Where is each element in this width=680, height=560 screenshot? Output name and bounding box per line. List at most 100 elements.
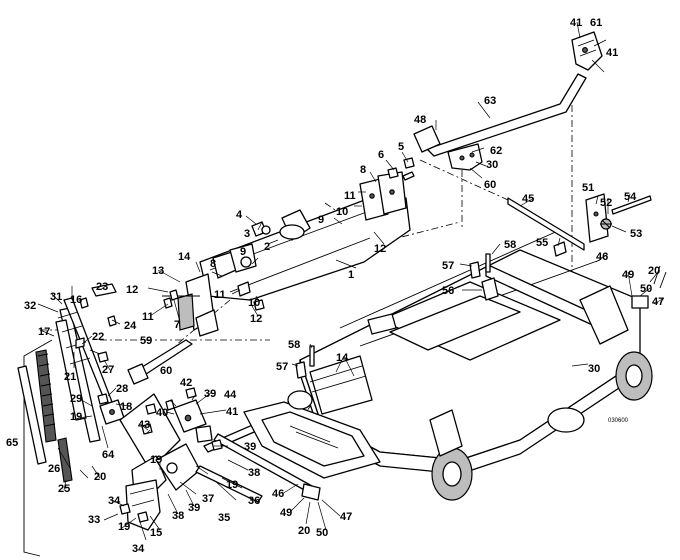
callout: 58 — [288, 339, 300, 351]
upper-frame-bracket — [199, 171, 411, 301]
link-rod — [127, 339, 193, 385]
callout: 4 — [236, 209, 243, 221]
callout: 12 — [250, 313, 262, 325]
callout: 13 — [152, 265, 164, 277]
callout: 65 — [6, 437, 18, 449]
callout: 24 — [124, 320, 137, 332]
callout: 63 — [484, 95, 496, 107]
lift-arm-assembly — [413, 31, 603, 157]
callout: 38 — [248, 467, 260, 479]
callout: 62 — [490, 145, 502, 157]
rear-rail — [485, 193, 613, 335]
callout: 42 — [180, 377, 192, 389]
callout: 58 — [504, 239, 516, 251]
callout: 11 — [344, 190, 356, 202]
callout: 54 — [624, 191, 637, 203]
callout: 48 — [414, 114, 426, 126]
callout: 12 — [374, 243, 386, 255]
figure-reference: 030600 — [608, 418, 629, 424]
callout: 35 — [218, 512, 230, 524]
callout: 43 — [138, 419, 150, 431]
callout: 61 — [590, 17, 602, 29]
callout: 20 — [648, 265, 660, 277]
callout: 57 — [276, 361, 288, 373]
caster-wheels — [287, 285, 653, 501]
callout: 10 — [248, 297, 260, 309]
spring-assembly — [17, 339, 73, 557]
callout: 3 — [244, 228, 250, 240]
hanger-bracket — [402, 143, 483, 181]
callout: 12 — [126, 284, 138, 296]
callout: 40 — [156, 407, 168, 419]
callout: 10 — [336, 206, 348, 218]
callout: 53 — [630, 228, 642, 240]
callout: 41 — [606, 47, 618, 59]
callout: 9 — [318, 214, 324, 226]
callout: 20 — [298, 525, 310, 537]
callout: 39 — [188, 502, 200, 514]
callout: 59 — [140, 335, 152, 347]
callout: 23 — [96, 281, 108, 293]
callout: 21 — [64, 371, 76, 383]
callout: 64 — [102, 449, 115, 461]
callout: 47 — [340, 511, 352, 523]
callout: 18 — [120, 401, 132, 413]
left-arm — [162, 273, 219, 337]
callout: 50 — [316, 527, 328, 539]
callout: 57 — [442, 260, 454, 272]
callout: 33 — [88, 514, 100, 526]
callout: 49 — [280, 507, 292, 519]
callout: 30 — [588, 363, 600, 375]
callout: 11 — [214, 289, 226, 301]
callout: 32 — [24, 300, 36, 312]
callout: 1 — [348, 269, 354, 281]
callout: 34 — [132, 543, 145, 555]
callout: 28 — [116, 383, 128, 395]
callout: 17 — [38, 326, 50, 338]
callout: 60 — [484, 179, 496, 191]
callout: 45 — [522, 193, 534, 205]
callout: 7 — [174, 319, 180, 331]
callout: 50 — [640, 283, 652, 295]
callout: 39 — [244, 441, 256, 453]
callout: 15 — [150, 527, 162, 539]
callout: 19 — [70, 411, 82, 423]
callout: 36 — [248, 495, 260, 507]
callout: 60 — [160, 365, 172, 377]
callout: 39 — [204, 388, 216, 400]
callout: 55 — [536, 237, 548, 249]
callout: 19 — [118, 521, 130, 533]
callout: 16 — [70, 294, 82, 306]
callout: 46 — [272, 488, 284, 500]
callout: 9 — [240, 246, 246, 258]
callout: 30 — [486, 159, 498, 171]
callout: 8 — [210, 258, 216, 270]
callout: 2 — [264, 241, 270, 253]
callout: 31 — [50, 291, 62, 303]
callout: 11 — [142, 311, 154, 323]
callout: 41 — [570, 17, 582, 29]
callout: 25 — [58, 483, 70, 495]
front-baffle — [243, 355, 381, 479]
callout: 34 — [108, 495, 121, 507]
callout: 49 — [622, 269, 634, 281]
callout: 44 — [224, 389, 237, 401]
callout: 29 — [70, 393, 82, 405]
callout: 6 — [378, 149, 384, 161]
callout: 14 — [336, 352, 349, 364]
callout: 8 — [360, 164, 366, 176]
callout: 26 — [48, 463, 60, 475]
callout: 41 — [226, 406, 238, 418]
callout: 37 — [202, 493, 214, 505]
callout: 52 — [600, 197, 612, 209]
callout: 5 — [398, 141, 404, 153]
callout: 38 — [172, 510, 184, 522]
hardware — [75, 157, 667, 523]
callout: 14 — [178, 251, 191, 263]
callout: 46 — [596, 251, 608, 263]
leader-lines — [37, 21, 665, 541]
callout: 19 — [226, 479, 238, 491]
callout-labels: 1 2 3 4 5 6 7 8 8 9 9 10 10 11 11 11 12 … — [6, 17, 664, 555]
callout: 51 — [582, 182, 594, 194]
